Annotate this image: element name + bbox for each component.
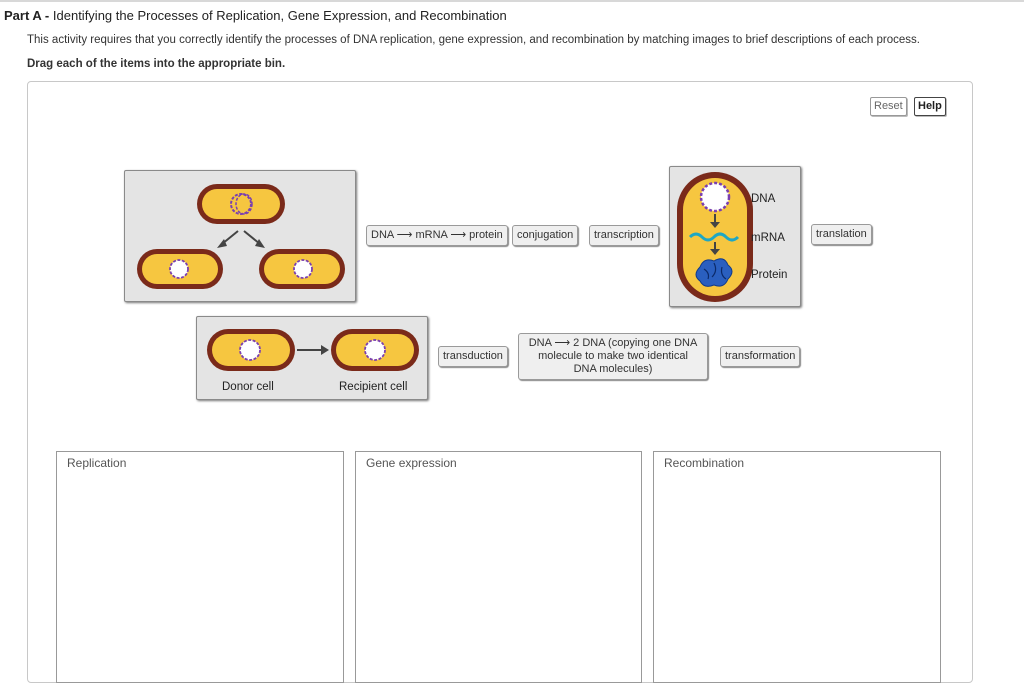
activity-instruction: Drag each of the items into the appropri… (27, 58, 286, 70)
image-card-cell-division[interactable] (124, 170, 356, 302)
top-divider (0, 0, 1024, 2)
image-card-donor-recipient[interactable]: Donor cell Recipient cell (196, 316, 428, 400)
page-title: Part A - Identifying the Processes of Re… (4, 8, 507, 23)
bin-gene-expression-label: Gene expression (366, 456, 457, 470)
bin-replication-label: Replication (67, 456, 127, 470)
cell-division-illustration (137, 184, 345, 289)
daughter-cell-right (259, 249, 345, 289)
item-conjugation[interactable]: conjugation (512, 225, 579, 246)
item-dna-copy[interactable]: DNA ⟶ 2 DNA (copying one DNA molecule to… (518, 333, 708, 380)
image-card-gene-expression[interactable]: DNA mRNA Protein (669, 166, 801, 307)
donor-recipient-illustration (207, 329, 419, 371)
transfer-arrow (297, 345, 329, 355)
donor-cell (207, 329, 295, 371)
item-translation[interactable]: translation (811, 224, 872, 245)
mrna-strand-icon (688, 232, 740, 242)
bin-replication[interactable]: Replication (56, 451, 344, 683)
protein-label: Protein (751, 269, 788, 281)
dna-circle-icon (699, 181, 731, 213)
division-arrows (217, 230, 265, 248)
bin-gene-expression[interactable]: Gene expression (355, 451, 642, 683)
item-transformation[interactable]: transformation (720, 346, 801, 367)
dna-label: DNA (751, 193, 776, 205)
item-dna-mrna-protein[interactable]: DNA ⟶ mRNA ⟶ protein (366, 225, 508, 246)
recipient-cell (331, 329, 419, 371)
gene-expression-illustration (677, 172, 753, 302)
part-label: Part A - (4, 8, 53, 23)
bin-recombination[interactable]: Recombination (653, 451, 941, 683)
item-transduction[interactable]: transduction (438, 346, 508, 367)
help-button[interactable]: Help (914, 97, 946, 116)
part-title-text: Identifying the Processes of Replication… (52, 8, 507, 23)
parent-cell (197, 184, 285, 224)
item-transcription[interactable]: transcription (589, 225, 659, 246)
bin-recombination-label: Recombination (664, 456, 745, 470)
recipient-cell-label: Recipient cell (339, 381, 408, 393)
reset-button[interactable]: Reset (870, 97, 907, 116)
daughter-cell-left (137, 249, 223, 289)
protein-blob-icon (695, 258, 733, 287)
mrna-label: mRNA (751, 232, 785, 244)
donor-cell-label: Donor cell (222, 381, 274, 393)
activity-description: This activity requires that you correctl… (27, 34, 920, 46)
